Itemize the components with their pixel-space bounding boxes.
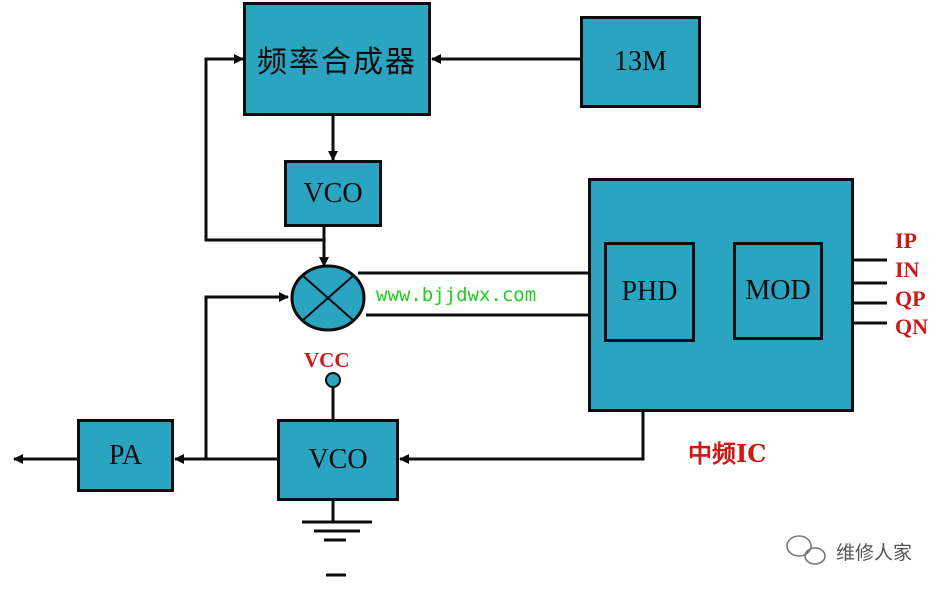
vco-bottom-block: VCO [277, 419, 399, 501]
ref-13m-block: 13M [580, 16, 701, 108]
vcc-terminal [325, 372, 341, 388]
phd-block: PHD [604, 242, 695, 342]
if-ic-label: 中频IC [688, 439, 767, 468]
vcc-label: VCC [304, 348, 350, 372]
input-label-ip: IP [895, 228, 917, 253]
frequency-synthesizer-block: 频率合成器 [243, 2, 431, 116]
mod-block: MOD [733, 242, 823, 340]
input-label-in: IN [895, 257, 920, 282]
wire-tap-to-mixer [204, 292, 289, 459]
pa-block: PA [77, 419, 174, 492]
ground-symbol [302, 520, 372, 577]
input-label-qp: QP [895, 286, 926, 311]
chat-bubble-icon [786, 535, 826, 565]
vco-top-block: VCO [284, 160, 382, 227]
input-label-qn: QN [895, 314, 928, 339]
watermark-text: 维修人家 [836, 542, 913, 564]
website-url: www.bjjdwx.com [376, 284, 537, 306]
wire-feedback-loop [204, 54, 324, 242]
mixer-symbol [290, 264, 366, 332]
